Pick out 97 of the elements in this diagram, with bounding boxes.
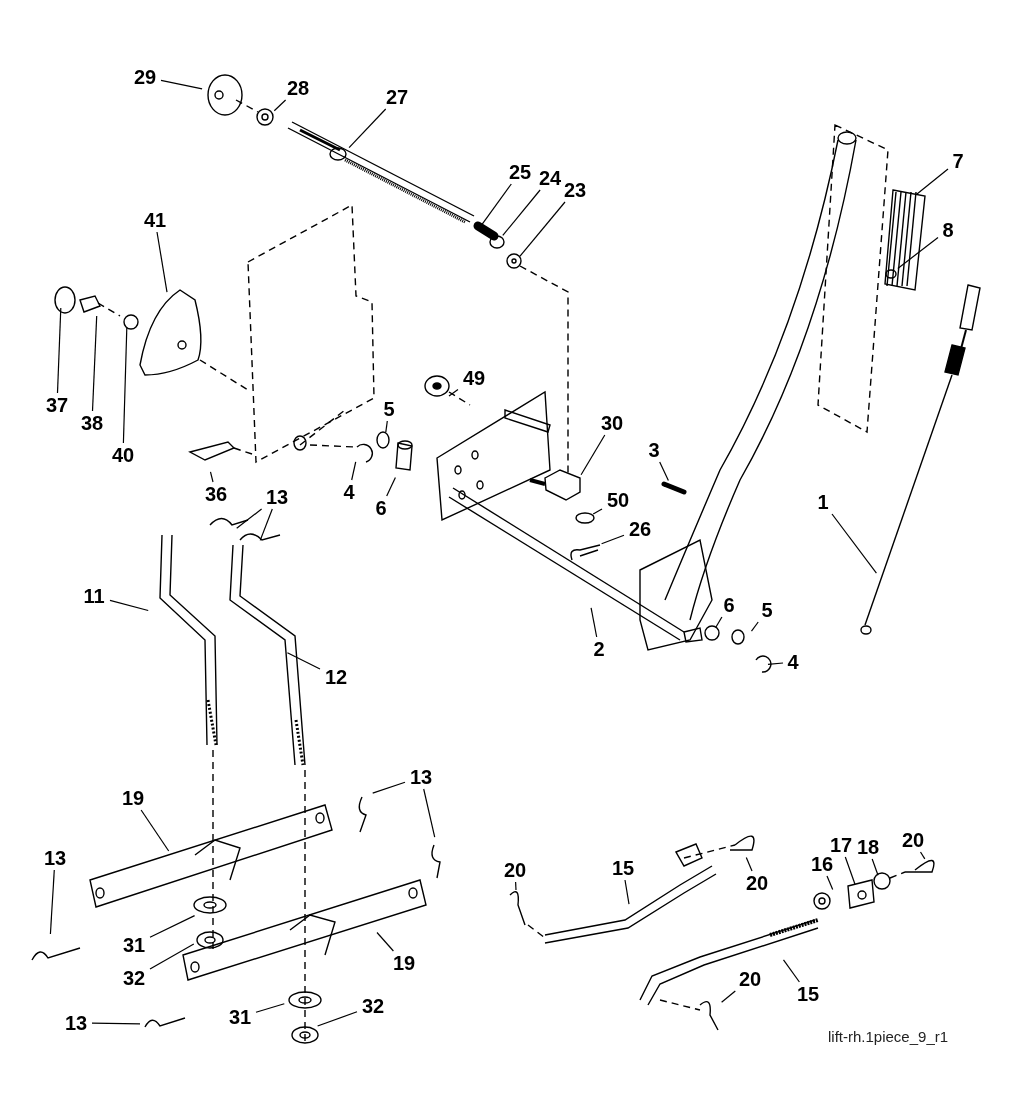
leader-line — [745, 856, 753, 872]
leader-line — [91, 315, 98, 412]
callout-number: 37 — [45, 394, 69, 416]
callout-number: 23 — [563, 179, 587, 201]
leader-line — [376, 931, 394, 952]
leader-line — [149, 915, 196, 938]
leader-line — [721, 990, 736, 1003]
leader-line — [109, 599, 149, 612]
leader-line — [831, 513, 877, 574]
callout-number: 12 — [324, 666, 348, 688]
callout-number: 36 — [204, 483, 228, 505]
leader-line — [255, 1003, 285, 1013]
callout-number: 19 — [121, 787, 145, 809]
callout-number: 28 — [286, 77, 310, 99]
callout-number: 30 — [600, 412, 624, 434]
leader-line — [286, 652, 321, 670]
callout-number: 4 — [343, 481, 355, 503]
leader-line — [580, 434, 606, 476]
leader-line — [156, 231, 168, 293]
leader-line — [601, 534, 625, 545]
leader-line — [897, 237, 939, 269]
leader-line — [348, 108, 387, 149]
callout-number: 41 — [143, 209, 167, 231]
callout-number: 27 — [385, 86, 409, 108]
callout-number: 20 — [738, 968, 762, 990]
callout-number: 15 — [611, 857, 635, 879]
leader-line — [140, 809, 170, 852]
leader-line — [160, 79, 203, 90]
callout-number: 6 — [375, 497, 387, 519]
callout-number: 19 — [392, 952, 416, 974]
leader-line — [351, 461, 357, 481]
leader-line — [209, 471, 214, 483]
leader-line — [49, 869, 55, 935]
callout-number: 40 — [111, 444, 135, 466]
leader-line — [916, 168, 949, 195]
callout-number: 20 — [745, 872, 769, 894]
callout-number: 5 — [761, 599, 773, 621]
leader-line — [826, 875, 834, 891]
callout-number: 3 — [648, 439, 660, 461]
callout-number: 29 — [133, 66, 157, 88]
callout-number: 13 — [409, 766, 433, 788]
leader-line — [919, 851, 926, 860]
leader-line — [448, 388, 459, 397]
callout-number: 6 — [723, 594, 735, 616]
callout-number: 26 — [628, 518, 652, 540]
leader-line — [273, 99, 287, 112]
callout-number: 11 — [83, 585, 105, 607]
leader-line — [592, 508, 603, 515]
leader-line — [750, 621, 759, 632]
callout-number: 20 — [901, 829, 925, 851]
callout-number: 18 — [856, 836, 880, 858]
callout-number: 50 — [606, 489, 630, 511]
leader-line — [372, 781, 406, 794]
callout-number: 8 — [942, 219, 954, 241]
callout-number: 32 — [122, 967, 146, 989]
callout-number: 31 — [122, 934, 146, 956]
callout-number: 13 — [64, 1012, 88, 1034]
leader-line — [423, 788, 436, 838]
leader-line — [590, 607, 598, 638]
callout-number: 25 — [508, 161, 532, 183]
callout-number: 13 — [43, 847, 67, 869]
leader-line — [871, 858, 879, 876]
leader-line — [386, 476, 396, 497]
leader-line — [317, 1011, 358, 1027]
callout-number: 20 — [503, 859, 527, 881]
leader-line — [715, 616, 723, 628]
callout-number: 1 — [817, 491, 829, 513]
leader-line — [56, 307, 62, 394]
callout-number: 31 — [228, 1006, 252, 1028]
leader-line — [515, 881, 517, 891]
leader-line — [149, 943, 195, 970]
leader-line — [782, 959, 800, 983]
leader-line — [502, 189, 541, 236]
leader-line — [385, 420, 388, 433]
leader-line — [480, 183, 512, 226]
leader-line — [91, 1022, 141, 1025]
callout-number: 5 — [383, 398, 395, 420]
callout-number: 7 — [952, 150, 964, 172]
leader-line — [844, 856, 856, 885]
callout-number: 2 — [593, 638, 605, 660]
callout-number: 16 — [810, 853, 834, 875]
leader-line — [519, 201, 566, 257]
callout-number: 15 — [796, 983, 820, 1005]
drawing-code: lift-rh.1piece_9_r1 — [828, 1028, 949, 1045]
callout-number: 4 — [787, 651, 799, 673]
callout-number: 32 — [361, 995, 385, 1017]
leader-line — [259, 508, 273, 541]
leader-line — [767, 662, 784, 665]
callout-number: 13 — [265, 486, 289, 508]
callout-number: 38 — [80, 412, 104, 434]
leader-line — [659, 461, 669, 482]
leader-line — [624, 879, 630, 905]
callout-number: 17 — [829, 834, 853, 856]
leader-line — [236, 508, 263, 529]
callout-number: 49 — [462, 367, 486, 389]
leader-line — [122, 327, 128, 444]
callout-number: 24 — [538, 167, 562, 189]
